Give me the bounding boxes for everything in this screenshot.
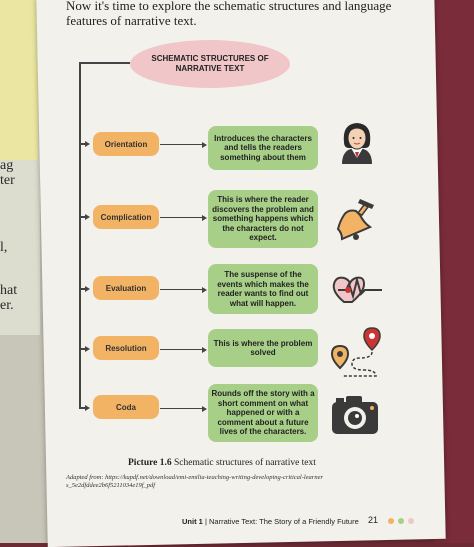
connector-line xyxy=(160,408,202,410)
heartbeat-icon xyxy=(332,276,382,303)
source-line: s_5e2dfddee2b6f5211034e19f_pdf xyxy=(66,482,156,489)
stage-label-orientation: Orientation xyxy=(93,132,159,156)
source-citation: Adapted from: https://kupdf.net/download… xyxy=(66,474,386,490)
connector-line xyxy=(160,144,202,146)
arrow-icon xyxy=(202,215,207,221)
arrow-icon xyxy=(85,346,90,352)
intro-line: Now it's time to explore the schematic s… xyxy=(66,0,392,13)
arrow-icon xyxy=(85,286,90,292)
character-portrait-icon xyxy=(342,123,372,164)
caption-text: Schematic structures of narrative text xyxy=(174,458,316,468)
intro-line: features of narrative text. xyxy=(66,13,197,28)
branch-line xyxy=(79,288,88,290)
map-route-icon xyxy=(330,327,381,377)
left-page-text: ag xyxy=(0,158,14,173)
decorative-dot xyxy=(398,518,404,524)
left-page: ag ter l, hat er. xyxy=(0,0,40,335)
intro-text: Now it's time to explore the schematic s… xyxy=(66,0,416,28)
arrow-icon xyxy=(202,287,207,293)
left-page-text: l, xyxy=(0,240,8,255)
diagram-title-line: NARRATIVE TEXT xyxy=(175,64,245,73)
connector-line xyxy=(79,62,130,64)
figure-caption: Picture 1.6 Schematic structures of narr… xyxy=(128,458,316,468)
branch-line xyxy=(79,407,88,409)
stage-label-coda: Coda xyxy=(93,395,159,419)
arrow-icon xyxy=(202,142,207,148)
diagram-title: SCHEMATIC STRUCTURES OF NARRATIVE TEXT xyxy=(130,40,290,88)
left-page-text: hat xyxy=(0,283,18,298)
footer-title: Narrative Text: The Story of a Friendly … xyxy=(208,517,359,526)
arrow-icon xyxy=(85,405,90,411)
decorative-dot xyxy=(388,518,394,524)
branch-line xyxy=(79,348,88,350)
decorative-dot xyxy=(408,518,414,524)
arrow-icon xyxy=(85,214,90,220)
stage-description-resolution: This is where the problem solved xyxy=(208,329,318,367)
stage-description-complication: This is where the reader discovers the p… xyxy=(208,190,318,248)
stage-description-coda: Rounds off the story with a short commen… xyxy=(208,384,318,442)
arrow-icon xyxy=(202,406,207,412)
stage-label-evaluation: Evaluation xyxy=(93,276,159,300)
bell-icon xyxy=(336,199,374,241)
arrow-icon xyxy=(85,141,90,147)
footer-unit: Unit 1 xyxy=(182,517,203,526)
trunk-line xyxy=(79,62,81,408)
connector-line xyxy=(160,289,202,291)
page-number: 21 xyxy=(368,515,379,525)
page-footer: Unit 1 | Narrative Text: The Story of a … xyxy=(182,517,359,526)
camera-icon xyxy=(332,396,378,434)
footer-separator: | xyxy=(204,517,209,526)
left-page-text: er. xyxy=(0,298,14,313)
connector-line xyxy=(160,349,202,351)
diagram-title-line: SCHEMATIC STRUCTURES OF xyxy=(151,54,269,63)
caption-number: Picture 1.6 xyxy=(128,458,172,468)
source-line: Adapted from: https://kupdf.net/download… xyxy=(66,474,324,481)
stage-label-complication: Complication xyxy=(93,205,159,229)
stage-description-orientation: Introduces the characters and tells the … xyxy=(208,126,318,170)
branch-line xyxy=(79,143,88,145)
arrow-icon xyxy=(202,347,207,353)
connector-line xyxy=(160,217,202,219)
branch-line xyxy=(79,216,88,218)
stage-description-evaluation: The suspense of the events which makes t… xyxy=(208,264,318,314)
left-page-text: ter xyxy=(0,173,15,188)
sticky-note xyxy=(0,0,38,160)
stage-label-resolution: Resolution xyxy=(93,336,159,360)
